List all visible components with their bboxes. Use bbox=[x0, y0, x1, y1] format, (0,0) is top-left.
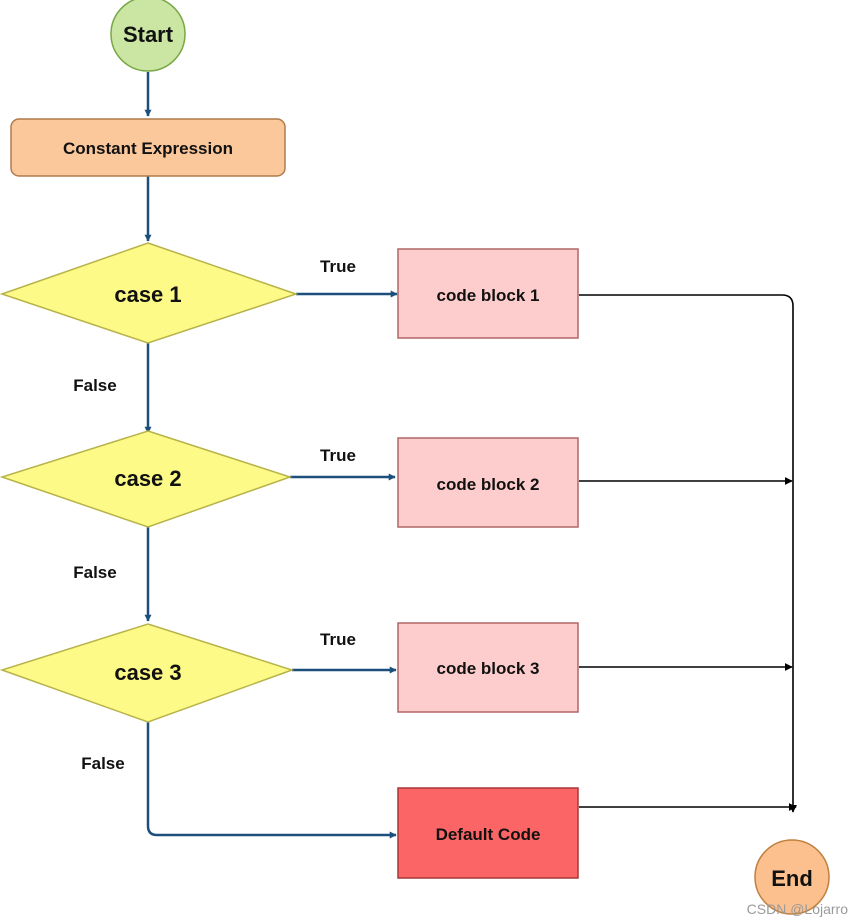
watermark: CSDN @Lojarro bbox=[747, 901, 849, 917]
false-label-2: False bbox=[73, 563, 116, 582]
case1-decision: case 1 bbox=[0, 242, 299, 344]
merge-connectors bbox=[579, 294, 797, 813]
true-label-3: True bbox=[320, 630, 356, 649]
case1-label: case 1 bbox=[114, 282, 181, 307]
expression-node: Constant Expression bbox=[10, 118, 286, 177]
start-circle bbox=[110, 0, 186, 72]
default-block: Default Code bbox=[397, 787, 579, 879]
default-block-box bbox=[397, 787, 579, 879]
code-block-3-box bbox=[397, 622, 579, 713]
code-block-3: code block 3 bbox=[397, 622, 579, 713]
expression-box bbox=[10, 118, 286, 177]
start-label: Start bbox=[123, 22, 174, 47]
end-label: End bbox=[771, 866, 813, 891]
code-block-1: code block 1 bbox=[397, 248, 579, 339]
code-block-2-box bbox=[397, 437, 579, 528]
case3-label: case 3 bbox=[114, 660, 181, 685]
default-block-label: Default Code bbox=[436, 825, 541, 844]
flow-connectors bbox=[144, 72, 398, 839]
true-label-1: True bbox=[320, 257, 356, 276]
code-block-2-label: code block 2 bbox=[437, 475, 540, 494]
case2-label: case 2 bbox=[114, 466, 181, 491]
code-block-1-box bbox=[397, 248, 579, 339]
code-block-1-label: code block 1 bbox=[437, 286, 540, 305]
expression-label: Constant Expression bbox=[63, 139, 233, 158]
case3-diamond bbox=[0, 623, 295, 723]
false-label-3: False bbox=[81, 754, 124, 773]
case3-decision: case 3 bbox=[0, 623, 295, 723]
end-circle bbox=[754, 839, 830, 915]
case2-decision: case 2 bbox=[0, 430, 293, 528]
code-block-3-label: code block 3 bbox=[437, 659, 540, 678]
case1-diamond bbox=[0, 242, 299, 344]
edge-case3-false bbox=[146, 722, 397, 839]
code-block-2: code block 2 bbox=[397, 437, 579, 528]
end-node: End bbox=[754, 839, 830, 915]
true-label-2: True bbox=[320, 446, 356, 465]
edge-labels: True True True False False False bbox=[73, 257, 356, 773]
false-label-1: False bbox=[73, 376, 116, 395]
case2-diamond bbox=[0, 430, 293, 528]
merge-block1 bbox=[579, 294, 797, 813]
start-node: Start bbox=[110, 0, 186, 72]
